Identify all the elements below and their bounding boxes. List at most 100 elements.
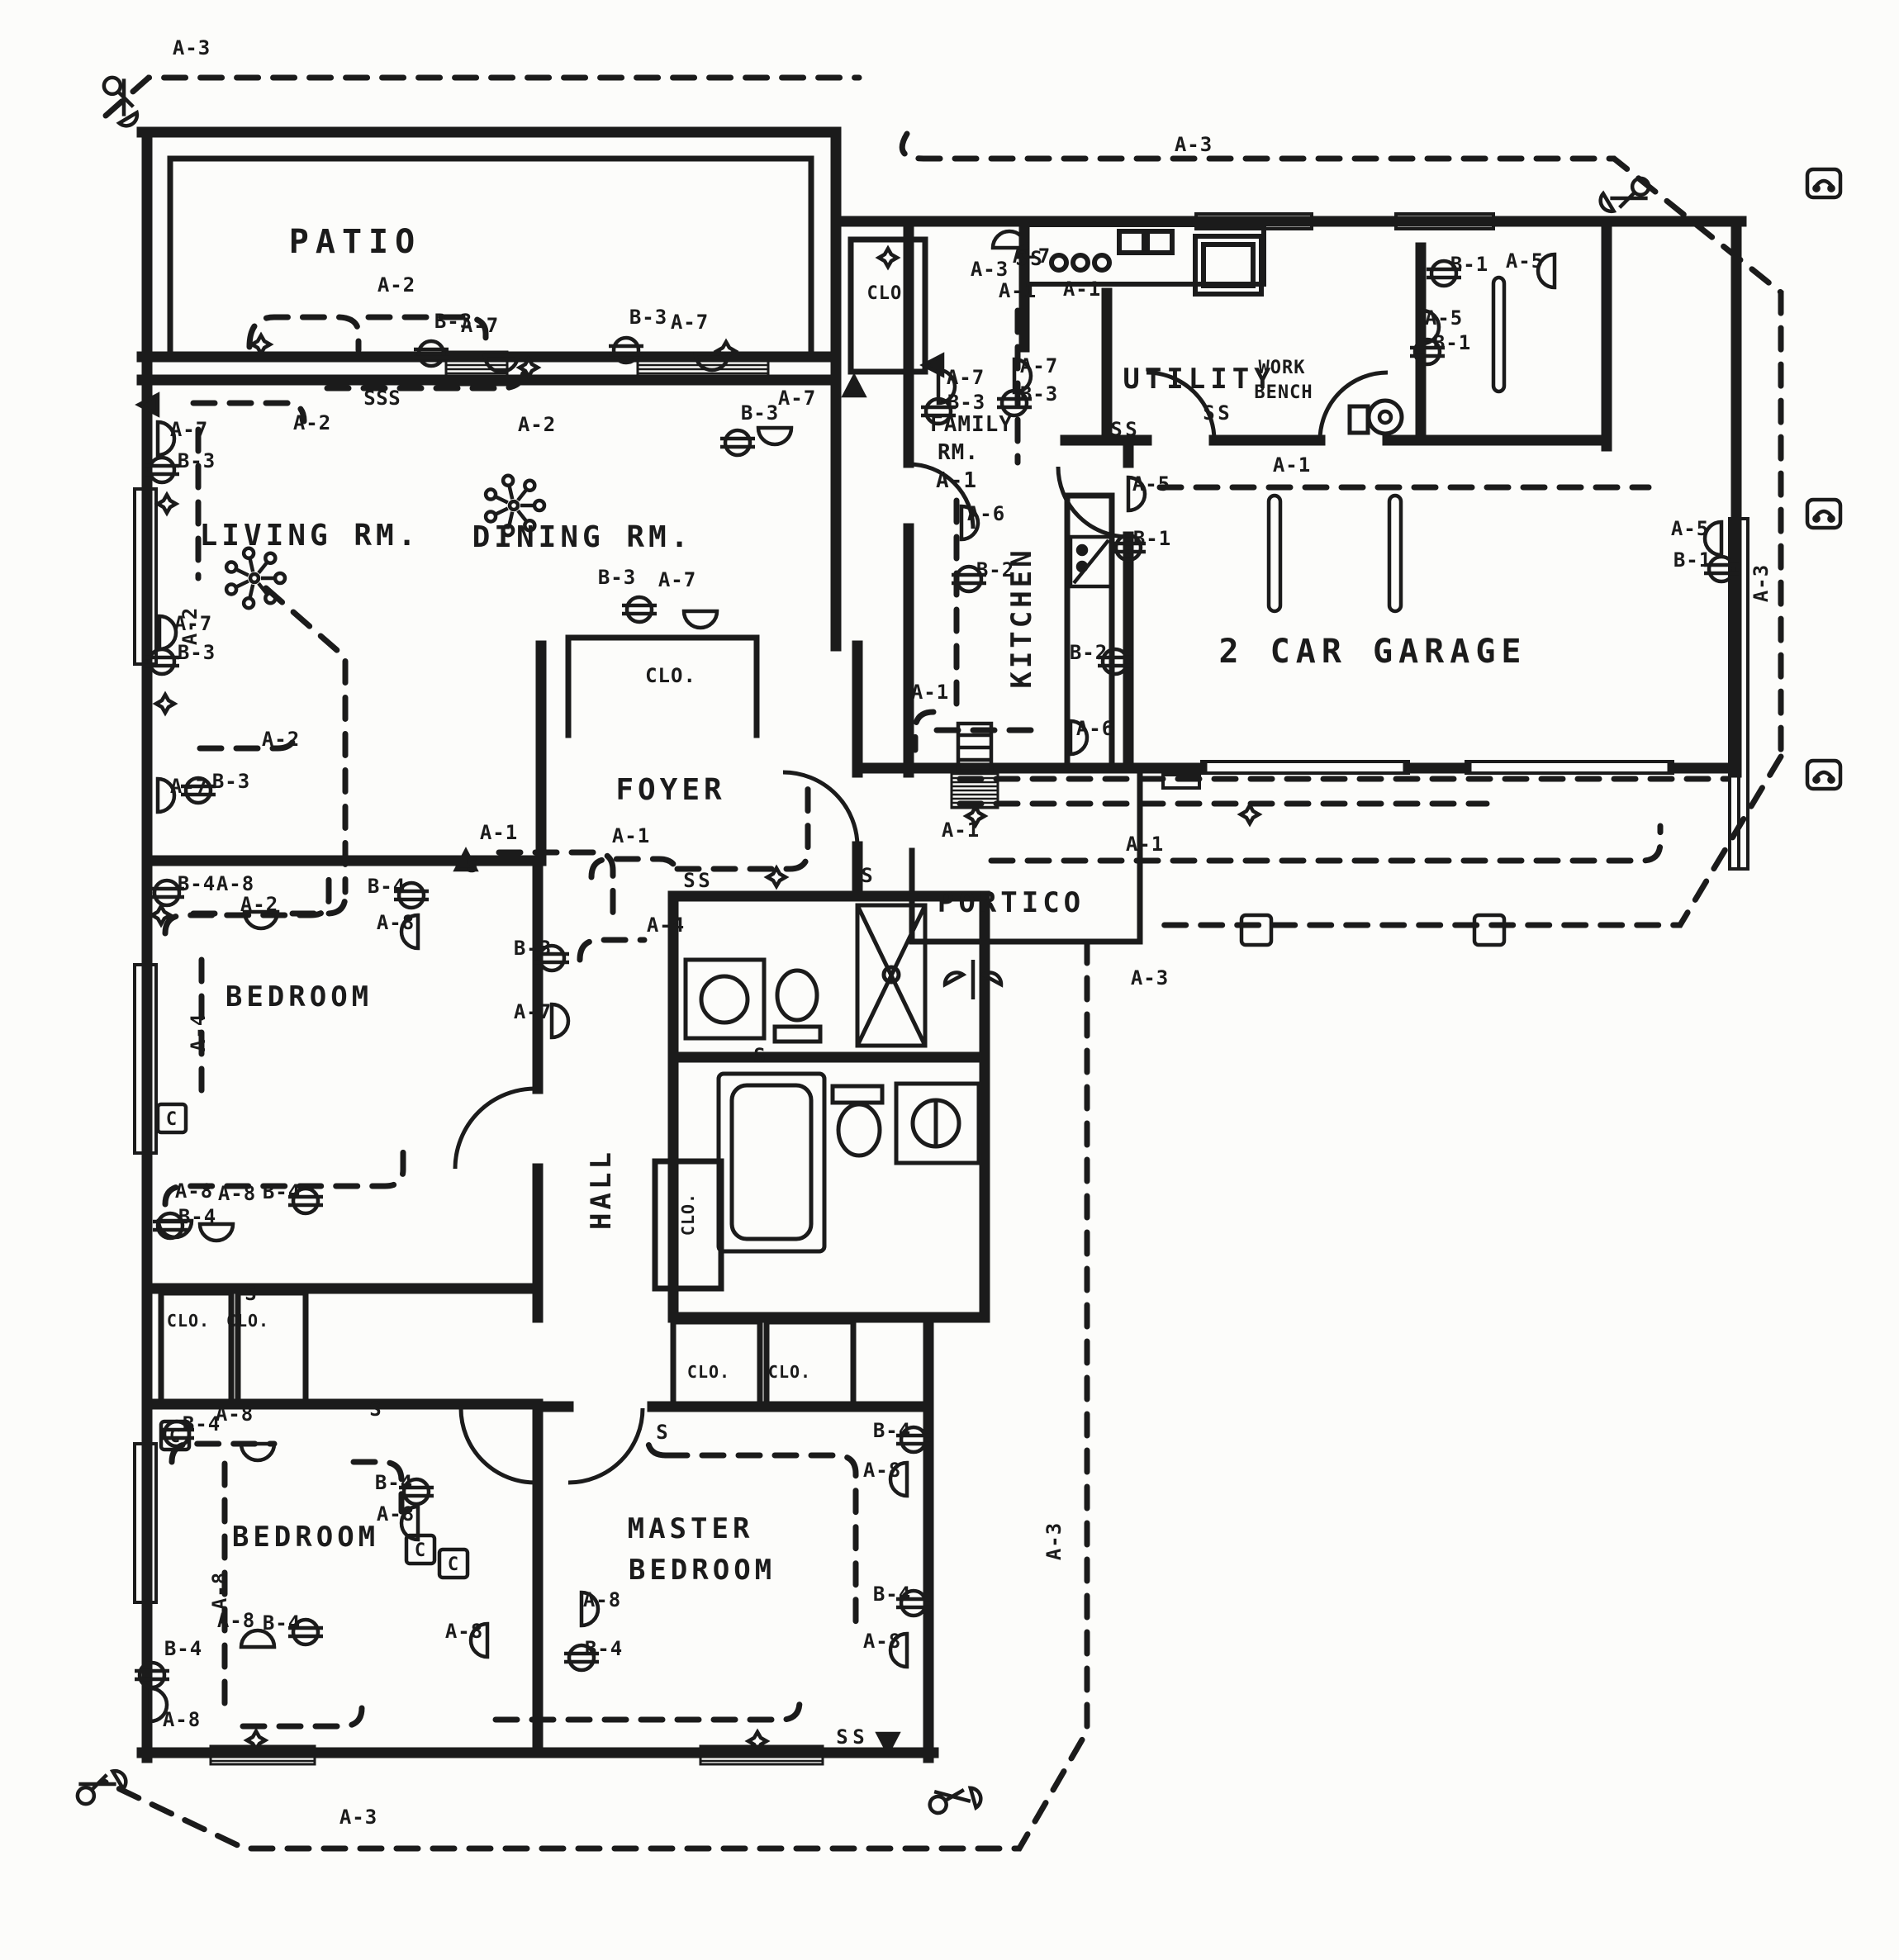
- room-label: CLO.: [678, 1193, 698, 1236]
- weatherproof-light-symbol: [75, 1768, 128, 1806]
- wall-light-symbol: [1420, 308, 1441, 346]
- ceiling-fixture-symbol: [713, 338, 739, 364]
- circuit-label: A-4: [187, 1013, 210, 1051]
- switch-symbol: S: [1125, 418, 1137, 441]
- circuit-label: B-4: [183, 1412, 221, 1436]
- duplex-outlet-symbol: [609, 335, 643, 365]
- circuit-label: B-3: [434, 310, 472, 333]
- ceiling-fan-symbol: [224, 546, 287, 610]
- special-outlet-symbol: [841, 373, 867, 398]
- ceiling-fixture-symbol: [243, 1727, 269, 1754]
- circuit-label: A-1: [911, 681, 949, 704]
- circuit-label: B-4: [873, 1583, 911, 1606]
- wall-light-symbol: [155, 776, 177, 814]
- circuit-label: B-1: [1433, 331, 1471, 354]
- circuit-label: A-6: [1076, 717, 1114, 740]
- circuit-label: A-1: [1273, 453, 1311, 477]
- room-label: BEDROOM: [226, 980, 373, 1013]
- circuit-label: A-3: [1175, 133, 1213, 156]
- circuit-label: A-8: [216, 872, 254, 895]
- circuit-label: A-7: [514, 1000, 552, 1023]
- switch-symbol: S: [1203, 401, 1215, 425]
- weatherproof-light-symbol: [1598, 176, 1651, 214]
- wall-light-symbol: [197, 1222, 235, 1243]
- circuit-label: B-4: [585, 1637, 623, 1660]
- duplex-outlet-symbol: [135, 1660, 169, 1690]
- clock-outlet-symbol: [155, 1102, 188, 1135]
- circuit-label: B-3: [514, 937, 552, 960]
- fluorescent-fixture-symbol: [1266, 493, 1283, 614]
- wall-light-symbol: [148, 1686, 169, 1724]
- duplex-outlet-symbol: [1410, 337, 1445, 367]
- circuit-label: A-8: [863, 1459, 901, 1482]
- ceiling-fixture-symbol: [515, 354, 542, 381]
- duplex-outlet-symbol: [1427, 259, 1461, 288]
- wall-light-symbol: [239, 1628, 277, 1649]
- fluorescent-fixture-symbol: [1387, 493, 1403, 614]
- clock-outlet-letter: C: [166, 1109, 178, 1130]
- wall-light-symbol: [888, 1460, 909, 1498]
- circuit-label: A-7: [947, 366, 985, 389]
- circuit-label: B-3: [598, 566, 636, 589]
- circuit-label: A-3: [971, 258, 1009, 281]
- circuit-label: A-2: [262, 728, 300, 751]
- room-label: BEDROOM: [629, 1554, 776, 1587]
- switch-symbol: S: [861, 864, 873, 887]
- circuit-label: A-7: [778, 387, 816, 410]
- clock-outlet-letter: C: [448, 1554, 459, 1575]
- circuit-label: A-2: [178, 607, 202, 645]
- circuit-label: A-8: [377, 1502, 415, 1526]
- room-label: BENCH: [1254, 382, 1313, 403]
- circuit-label: A-7: [170, 775, 208, 798]
- duplex-outlet-symbol: [1704, 554, 1739, 584]
- duplex-outlet-symbol: [145, 647, 179, 676]
- circuit-label: A-8: [863, 1630, 901, 1653]
- duplex-outlet-symbol: [288, 1617, 323, 1647]
- circuit-label: A-1: [480, 821, 518, 844]
- wall-light-symbol: [468, 1621, 490, 1659]
- room-label: A-1: [936, 468, 977, 493]
- clock-outlet-symbol: [404, 1533, 437, 1566]
- wall-light-symbol: [959, 504, 980, 542]
- circuit-label: A-5: [1671, 517, 1709, 540]
- circuit-label: B-4: [873, 1419, 911, 1442]
- room-label: HALL: [585, 1149, 618, 1230]
- ceiling-fixture-symbol: [875, 244, 901, 271]
- circuit-label: A-8: [175, 1179, 213, 1203]
- room-label: FAMILY: [930, 412, 1013, 437]
- circuit-label: B-4: [375, 1471, 413, 1494]
- circuit-label: B-4: [178, 1205, 216, 1228]
- special-outlet-symbol: [875, 1731, 901, 1757]
- duplex-outlet-symbol: [288, 1186, 323, 1216]
- room-label: CLO.: [687, 1362, 730, 1382]
- circuit-label: A-1: [612, 824, 650, 847]
- portico-column-pad: [1239, 913, 1274, 947]
- room-label: KITCHEN: [1005, 547, 1038, 688]
- portico-column-pad: [1472, 913, 1507, 947]
- switch-symbol: S: [363, 387, 376, 410]
- room-label: CLO.: [226, 1311, 269, 1331]
- circuit-label: A-8: [377, 911, 415, 934]
- switch-symbol: S: [369, 1398, 382, 1421]
- circuit-label: B-3: [1020, 382, 1058, 406]
- portico-double-light-symbol: [942, 960, 1004, 999]
- circuit-label: A-2: [240, 893, 278, 916]
- ceiling-fixture-symbol: [744, 1728, 771, 1754]
- clock-outlet-letter: C: [415, 1540, 426, 1561]
- clock-outlet-symbol: [159, 1419, 192, 1452]
- wiring-dashed-lines: [99, 74, 1784, 1852]
- room-label: CLO.: [167, 1311, 210, 1331]
- circuit-label: A-1: [1126, 833, 1164, 856]
- utility-appliances: [1347, 398, 1404, 436]
- room-label: PATIO: [289, 223, 421, 261]
- wall-light-symbol: [1126, 475, 1147, 513]
- room-label: DINING RM.: [472, 520, 693, 554]
- weatherproof-light-symbol: [102, 75, 140, 128]
- circuit-label: B-4: [263, 1611, 301, 1635]
- kitchen-fixtures: [1022, 222, 1266, 297]
- switch-symbol: S: [466, 854, 478, 877]
- room-label: PORTICO: [938, 886, 1085, 919]
- circuit-label: A-8: [583, 1588, 621, 1611]
- circuit-label: B-4: [178, 872, 216, 895]
- telephone-jack-symbol: [1805, 497, 1843, 530]
